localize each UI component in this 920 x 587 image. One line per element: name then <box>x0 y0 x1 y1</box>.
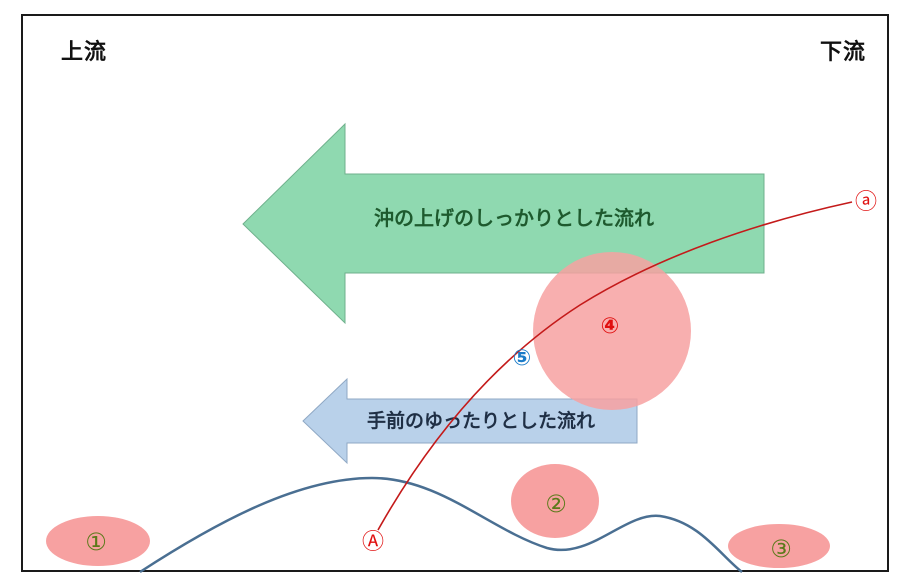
spot-4 <box>533 252 691 410</box>
marker-1: ① <box>85 528 107 556</box>
upstream-label: 上流 <box>61 40 108 65</box>
spot-1 <box>46 516 150 566</box>
spot-2 <box>511 464 599 538</box>
spot-3 <box>728 524 830 568</box>
offshore-current-arrow <box>242 122 765 325</box>
diagram-frame <box>21 14 889 572</box>
bottom-contour <box>139 476 743 574</box>
offshore-current-label: 沖の上げのしっかりとした流れ <box>374 206 654 230</box>
marker-a-upper: Ⓐ <box>362 530 384 555</box>
downstream-label: 下流 <box>820 40 867 65</box>
marker-2: ② <box>545 490 567 518</box>
nearshore-current-arrow <box>302 377 638 465</box>
line-a-to-a <box>377 201 853 531</box>
marker-4: ④ <box>601 314 620 339</box>
marker-a-lower: ⓐ <box>855 190 877 215</box>
marker-5: ⑤ <box>513 346 532 371</box>
marker-3: ③ <box>770 535 792 563</box>
nearshore-current-label: 手前のゆったりとした流れ <box>367 409 595 432</box>
